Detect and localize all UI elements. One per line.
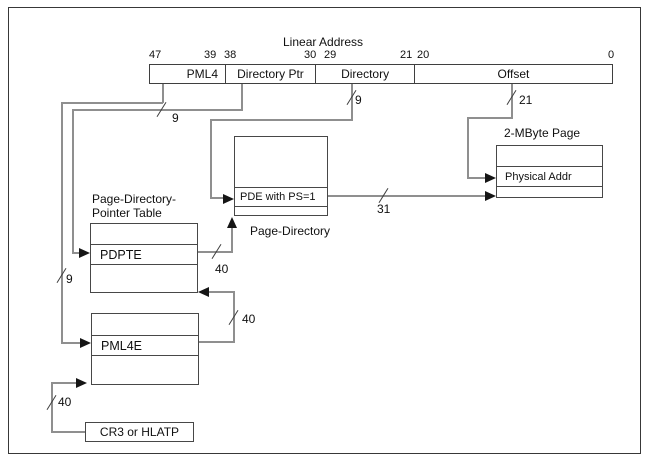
bus-width-cr3-to-pml4: 40	[58, 395, 72, 409]
arrowhead-pml4-table	[76, 378, 87, 388]
bit-label-30: 30	[304, 49, 317, 61]
bus-line-offset-into-page	[467, 177, 486, 179]
bus-line-pml4-v	[61, 102, 63, 344]
pd-row-top	[235, 137, 327, 187]
bus-line-pdpte-out	[198, 251, 233, 253]
arrowhead-pml4e	[80, 338, 91, 348]
bus-width-page-offset: 21	[519, 93, 533, 107]
pd-row-bottom	[235, 206, 327, 214]
page-box: Physical Addr	[496, 145, 603, 198]
page-directory-caption: Page-Directory	[250, 224, 331, 238]
field-offset-label: Offset	[497, 67, 530, 81]
bit-label-47: 47	[149, 49, 162, 61]
bus-line-pde-to-page	[328, 195, 486, 197]
bus-line-cr3-out	[51, 431, 86, 433]
arrowhead-pdpt-base	[198, 287, 209, 297]
arrowhead-page-directory	[227, 217, 237, 228]
field-directory-ptr: Directory Ptr	[224, 65, 316, 83]
bit-label-39: 39	[204, 49, 217, 61]
pde-entry-label: PDE with PS=1	[240, 191, 316, 203]
pml4-entry-row: PML4E	[92, 335, 198, 355]
bus-line-offset-v	[467, 117, 469, 179]
physical-addr-label: Physical Addr	[505, 170, 572, 183]
bus-line-pml4e-h-top	[208, 291, 234, 293]
pml4-entry-label: PML4E	[101, 338, 142, 353]
pml4-row-top	[92, 314, 198, 335]
bus-line-pdpte-up	[231, 226, 233, 253]
pde-entry-row: PDE with PS=1	[235, 187, 327, 206]
bus-width-pdpt-index: 9	[172, 111, 179, 125]
physical-addr-row: Physical Addr	[497, 166, 602, 186]
bit-label-38: 38	[224, 49, 237, 61]
pdpt-title-line1: Page-Directory-	[92, 192, 177, 206]
bus-width-pde-to-page: 31	[377, 202, 391, 216]
linear-address-title: Linear Address	[283, 35, 364, 49]
bus-line-dirptr-stub	[241, 84, 243, 111]
pml4-table: PML4E	[91, 313, 199, 385]
linear-address-box: PML4 Directory Ptr Directory Offset	[149, 64, 613, 84]
bit-label-20: 20	[417, 49, 430, 61]
bus-line-dirptr-h	[72, 109, 243, 111]
pdpt-table: PDPTE	[90, 223, 198, 293]
bus-line-cr3-into-table	[51, 382, 77, 384]
bus-line-dirptr-into-entry	[72, 252, 81, 254]
pdpt-title: Page-Directory- Pointer Table	[92, 192, 176, 220]
bus-width-pd-index: 9	[355, 93, 362, 107]
cr3-label: CR3 or HLATP	[99, 425, 180, 439]
field-pml4-label: PML4	[186, 67, 219, 81]
field-directory: Directory	[315, 65, 414, 83]
arrowhead-pdpte	[79, 248, 90, 258]
page-directory-table: PDE with PS=1	[234, 136, 328, 216]
bit-label-21: 21	[400, 49, 413, 61]
pdpt-entry-label: PDPTE	[100, 247, 142, 262]
bus-line-pml4e-out	[199, 341, 235, 343]
arrowhead-physical-addr	[485, 173, 496, 183]
arrowhead-page-base	[485, 191, 496, 201]
field-directory-ptr-label: Directory Ptr	[237, 67, 304, 81]
bus-line-pml4-into-entry	[61, 342, 82, 344]
page-row-bottom	[497, 186, 602, 195]
field-directory-label: Directory	[341, 67, 390, 81]
bus-line-pml4-stub	[162, 84, 164, 103]
field-pml4: PML4	[150, 65, 225, 83]
field-offset: Offset	[413, 65, 612, 83]
bus-width-pml4e-to-pdpt: 40	[242, 312, 256, 326]
bit-label-29: 29	[324, 49, 337, 61]
bus-line-directory-h	[210, 119, 353, 121]
arrowhead-pde	[223, 194, 234, 204]
page-caption: 2-MByte Page	[504, 126, 581, 140]
bus-line-directory-v	[210, 119, 212, 199]
pdpt-entry-row: PDPTE	[91, 244, 197, 264]
bit-label-0: 0	[608, 49, 615, 61]
bus-width-pml4-index: 9	[66, 272, 73, 286]
cr3-box: CR3 or HLATP	[85, 422, 194, 442]
pdpt-title-line2: Pointer Table	[92, 206, 162, 220]
bus-line-pml4-h	[61, 102, 163, 104]
pml4-row-bottom	[92, 355, 198, 382]
pdpt-row-bottom	[91, 264, 197, 290]
figure-frame	[8, 7, 641, 454]
bus-width-pdpte-to-pd: 40	[215, 262, 229, 276]
bus-line-pml4e-v	[233, 291, 235, 343]
bus-line-directory-into-entry	[210, 197, 224, 199]
page-row-top	[497, 146, 602, 166]
bus-line-dirptr-v	[72, 109, 74, 253]
bus-line-offset-h	[467, 117, 513, 119]
bus-line-cr3-v	[51, 382, 53, 433]
bus-line-offset-stub	[511, 84, 513, 119]
pdpt-row-top	[91, 224, 197, 244]
bus-line-directory-stub	[351, 84, 353, 121]
